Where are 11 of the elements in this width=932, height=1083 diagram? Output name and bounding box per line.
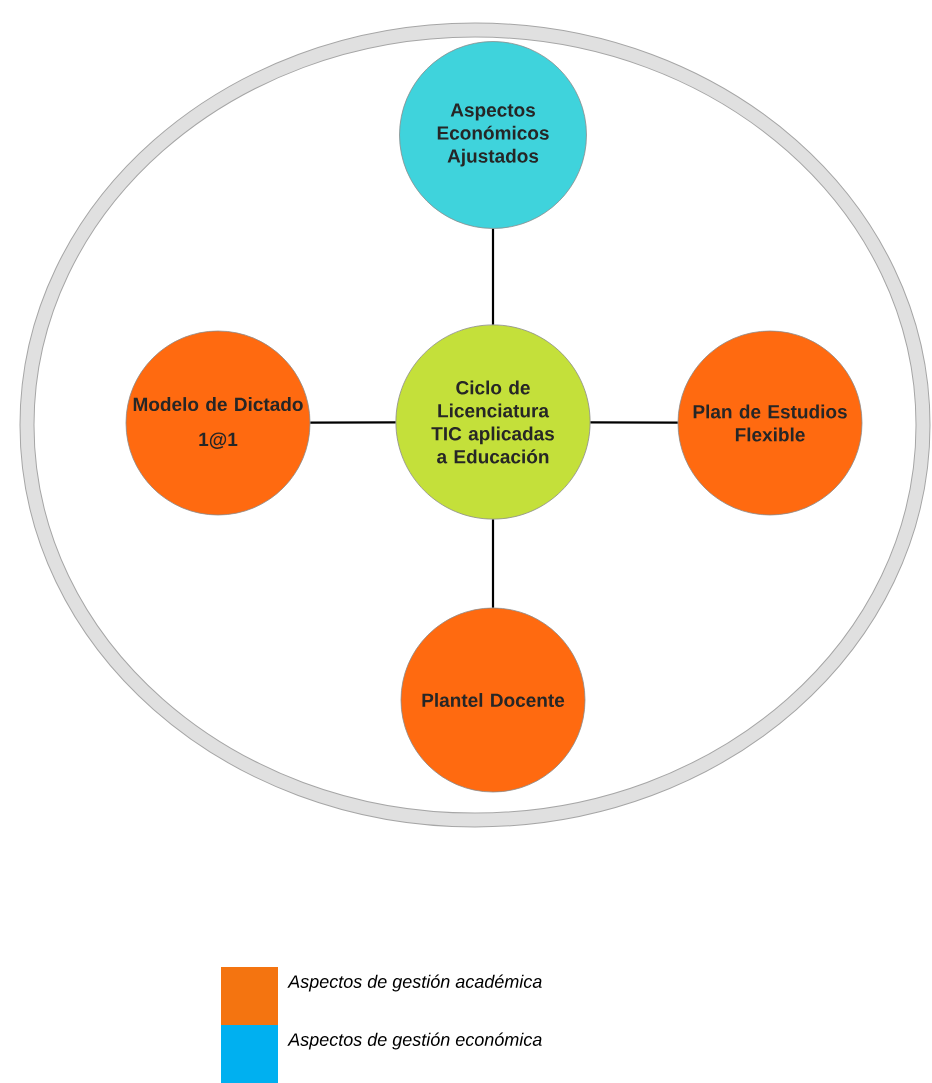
circle-node: Plan de Estudios Flexible [677, 330, 863, 516]
connector-line [491, 228, 495, 325]
legend-label: Aspectos de gestión económica [287, 1032, 542, 1050]
connector-line [310, 421, 396, 424]
circle-node: Aspectos Económicos Ajustados [399, 41, 587, 229]
legend-label: Aspectos de gestión académica [287, 974, 542, 992]
circle-node: Ciclo de Licenciatura TIC aplicadas a Educación [395, 324, 591, 520]
connector-line [491, 519, 495, 608]
connector-line [590, 421, 678, 424]
circle-node: Plantel Docente [400, 607, 586, 793]
circle-node: Modelo de Dictado 1@1 [125, 330, 311, 516]
